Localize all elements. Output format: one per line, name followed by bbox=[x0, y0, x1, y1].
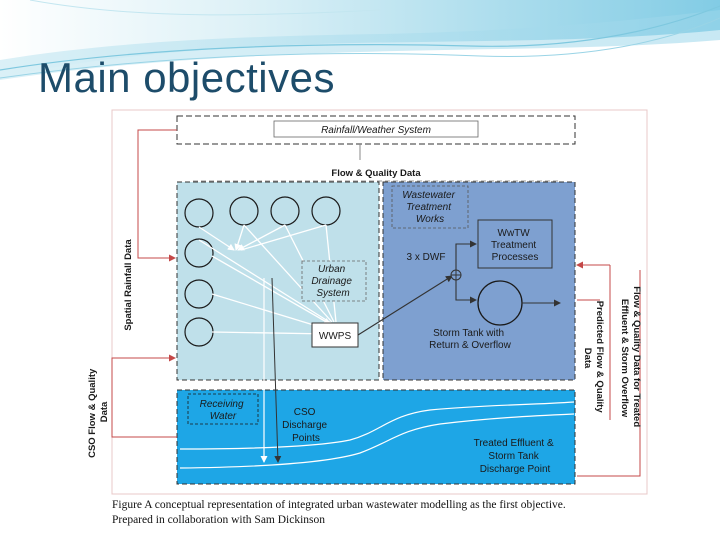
caption-line-2: Prepared in collaboration with Sam Dicki… bbox=[112, 514, 326, 526]
storm-tank bbox=[477, 280, 523, 326]
receiving-water-label: Receiving Water bbox=[200, 399, 247, 422]
dwf-label: 3 x DWF bbox=[407, 252, 446, 263]
figure-caption: Figure A conceptual representation of in… bbox=[112, 498, 672, 528]
spatial-rainfall-label: Spatial Rainfall Data bbox=[123, 239, 134, 331]
diagram-frame bbox=[111, 109, 648, 495]
wwtw-label: Wastewater Treatment Works bbox=[402, 190, 457, 225]
caption-line-1: Figure A conceptual representation of in… bbox=[112, 499, 566, 511]
header-banner bbox=[0, 0, 720, 80]
flow-quality-data-label: Flow & Quality Data bbox=[331, 168, 421, 179]
storm-tank-label: Storm Tank with Return & Overflow bbox=[429, 328, 511, 351]
wwtw-processes-label: WwTW Treatment Processes bbox=[491, 228, 539, 263]
catchment-circles bbox=[184, 196, 341, 347]
wwtw-processes-box bbox=[477, 219, 553, 269]
treated-effluent-label: Treated Effluent & Storm Tank Discharge … bbox=[474, 438, 557, 475]
cso-flow-quality-label: CSO Flow & Quality Data bbox=[87, 366, 110, 458]
rainfall-system-label: Rainfall/Weather System bbox=[321, 125, 431, 136]
river-bank-upper bbox=[179, 401, 575, 450]
flow-quality-treated-label: Flow & Quality Data for Treated Effluent… bbox=[619, 286, 642, 430]
cso-discharge-label: CSO Discharge Points bbox=[282, 407, 330, 444]
river-bank-lower bbox=[179, 413, 575, 469]
urban-drainage-label: Urban Drainage System bbox=[311, 264, 354, 299]
slide-title: Main objectives bbox=[38, 54, 335, 101]
predicted-flow-label: Predicted Flow & Quality Data bbox=[582, 301, 605, 416]
wwps-box bbox=[311, 322, 359, 348]
wwps-label: WWPS bbox=[319, 331, 352, 342]
